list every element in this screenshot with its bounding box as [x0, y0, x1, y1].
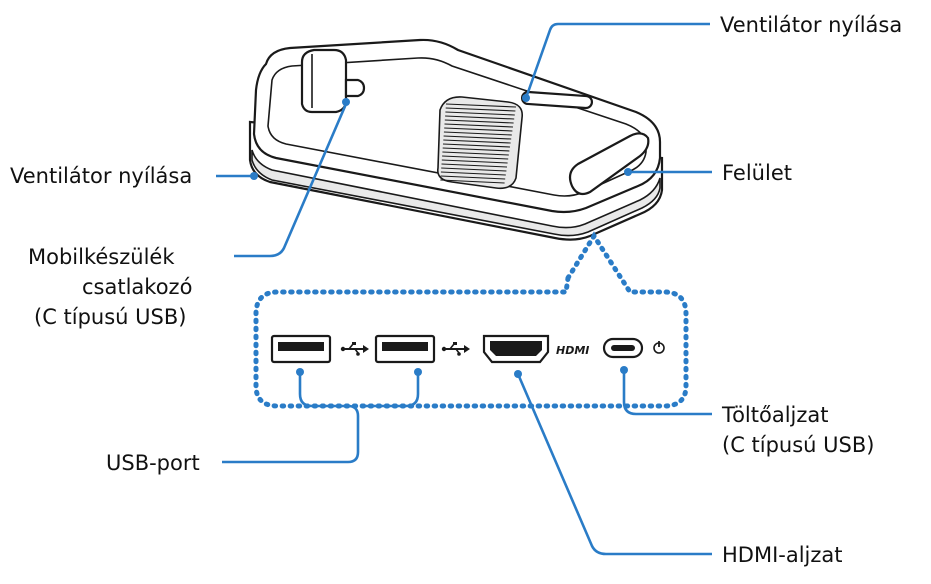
fan-grille-line: [440, 179, 505, 184]
fan-grille-line: [445, 115, 515, 120]
hdmi-logo-icon: HDMI: [556, 344, 589, 357]
label-mobile-connector-line3: (C típusú USB): [34, 305, 186, 329]
fan-grille-line: [443, 135, 512, 140]
usb-port-2: [374, 334, 436, 364]
fan-grille-line: [443, 139, 511, 144]
label-surface: Felület: [722, 161, 792, 185]
label-fan-vent-top: Ventilátor nyílása: [720, 13, 902, 37]
fan-grille-line: [442, 155, 509, 160]
fan-grille-line: [442, 143, 511, 148]
usb-c-charging-port: [602, 337, 644, 359]
fan-grille-line: [445, 111, 515, 116]
fan-grille-line: [440, 175, 506, 180]
hdmi-port: [482, 334, 550, 364]
fan-grille-line: [445, 107, 516, 112]
label-mobile-connector-line2: csatlakozó: [82, 275, 192, 299]
fan-grille-line: [445, 103, 517, 108]
usb-icon: [340, 342, 369, 356]
fan-grille-line: [441, 159, 508, 164]
ports-row: HDMI: [270, 334, 665, 364]
label-charging-port-line1: Töltőaljzat: [721, 403, 829, 427]
label-fan-vent-left: Ventilátor nyílása: [10, 164, 192, 188]
fan-grille-line: [444, 127, 513, 132]
fan-grille-line: [444, 123, 514, 128]
fan-grille-line: [441, 163, 508, 168]
dex-pad-device: [248, 38, 664, 241]
label-mobile-connector-line1: Mobilkészülék: [28, 245, 175, 269]
usb-port-1: [270, 334, 332, 364]
mobile-connector: [300, 48, 366, 114]
label-charging-port-line2: (C típusú USB): [722, 433, 874, 457]
fan-grille-line: [443, 131, 512, 136]
label-hdmi-port: HDMI-aljzat: [722, 543, 843, 567]
fan-grille-icon: [436, 96, 524, 190]
fan-grille-line: [442, 147, 510, 152]
usb-icon: [441, 342, 470, 356]
fan-grille-line: [440, 171, 506, 176]
fan-grille-line: [441, 167, 507, 172]
fan-grille-line: [442, 151, 509, 156]
ports-callout-frame: [253, 231, 689, 409]
power-icon: [653, 341, 665, 354]
fan-grille-line: [444, 119, 514, 124]
label-usb-port: USB-port: [106, 451, 200, 475]
